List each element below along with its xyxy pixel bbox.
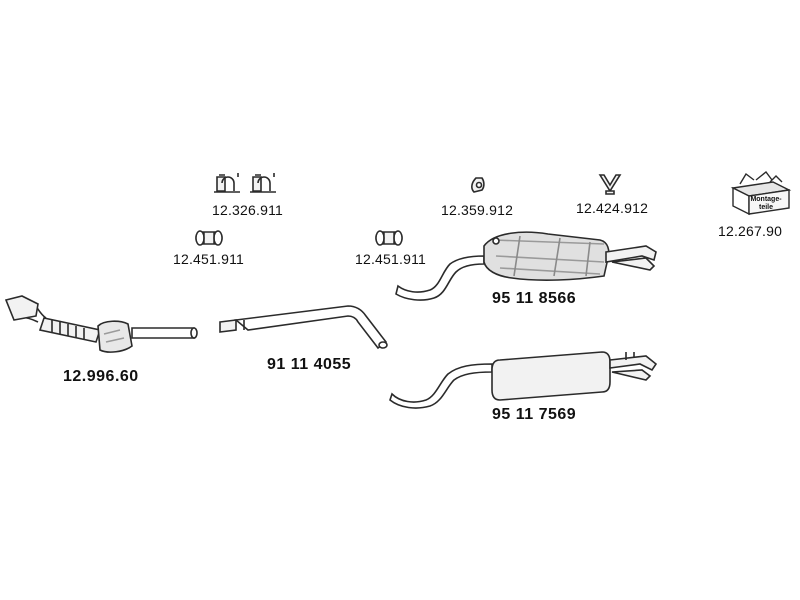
part-number-label: 95 11 8566 — [492, 290, 577, 307]
v-bracket-icon — [598, 174, 622, 195]
part-number-label: 12.451.911 — [173, 251, 245, 267]
pipe-clamp-icon — [195, 230, 223, 246]
mounting-kit-box-text: Montage-teile — [750, 196, 782, 211]
mounting-kit-box-icon — [730, 171, 792, 216]
rubber-hanger-icon — [471, 177, 485, 193]
part-number-label: 12.996.60 — [63, 368, 139, 385]
part-number-label: 12.451.911 — [355, 251, 427, 267]
catalytic-converter-icon — [4, 295, 198, 353]
part-number-label: 12.267.90 — [718, 223, 783, 239]
part-number-label: 91 11 4055 — [267, 356, 352, 373]
part-number-label: 12.326.911 — [212, 202, 284, 218]
part-number-label: 95 11 7569 — [492, 406, 577, 423]
rear-silencer-icon — [395, 231, 657, 301]
rear-silencer-icon — [389, 351, 658, 409]
u-bolt-clamp-icon — [214, 173, 276, 193]
pipe-clamp-icon — [375, 230, 403, 246]
part-number-label: 12.359.912 — [441, 202, 514, 218]
exhaust-pipe-icon — [219, 305, 388, 350]
part-number-label: 12.424.912 — [576, 200, 649, 216]
